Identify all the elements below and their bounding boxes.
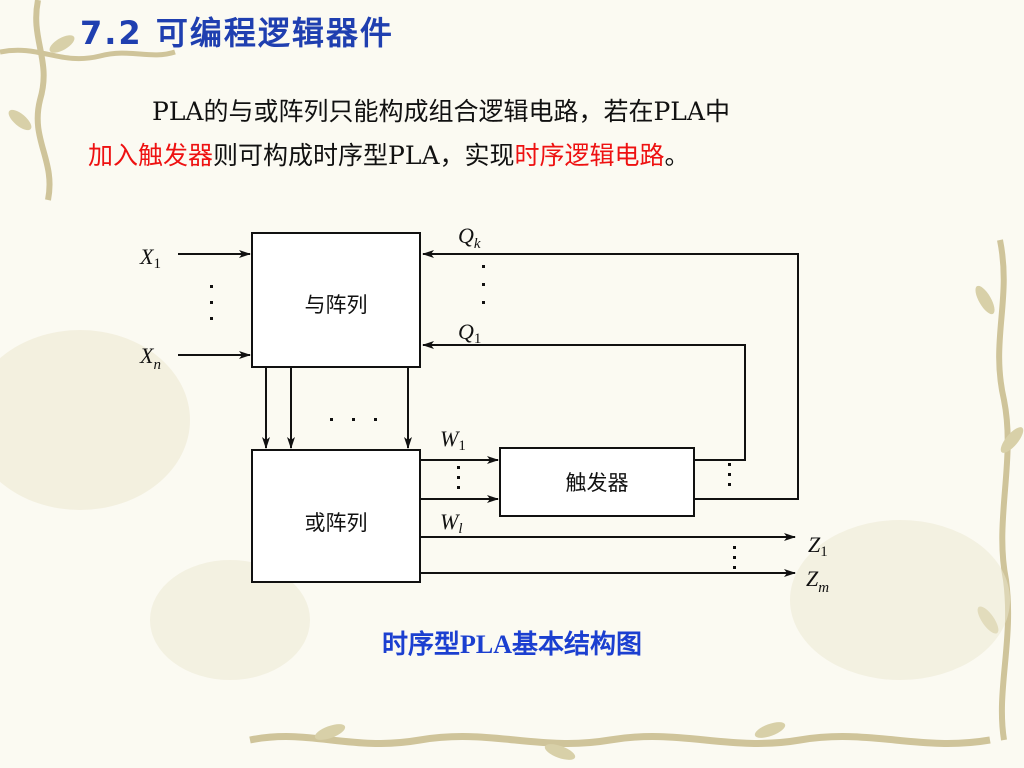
xn-letter: X [139, 343, 155, 368]
highlight-add-flipflop: 加入触发器 [88, 141, 214, 170]
flower-blur-3 [790, 520, 1010, 680]
qk-subscript: k [474, 236, 481, 252]
z1-label: Z1 [808, 532, 828, 560]
product-dot-2 [352, 418, 355, 421]
zm-label: Zm [806, 566, 829, 596]
z1-letter: Z [808, 532, 821, 557]
q-dot-2 [482, 283, 485, 286]
slide-title: 7.2 可编程逻辑器件 [80, 8, 394, 54]
vine-top-left [0, 47, 176, 62]
zm-letter: Z [806, 566, 819, 591]
paragraph-line2-end: 。 [664, 141, 690, 170]
vine-right [996, 239, 1012, 741]
ff-dot-2 [728, 473, 731, 476]
xn-label: Xn [139, 343, 161, 373]
q-dot-1 [482, 265, 485, 268]
and-array-label: 与阵列 [305, 293, 368, 317]
and-array-block [251, 232, 421, 368]
leaf-right-2 [1000, 427, 1024, 453]
title-number: 7.2 [80, 14, 143, 52]
w1-subscript: 1 [458, 438, 466, 454]
q1-subscript: 1 [474, 331, 482, 347]
wl-letter: W [440, 509, 460, 534]
q1-label: Q1 [458, 319, 481, 347]
leaf-top-left-1 [49, 35, 75, 53]
product-dot-1 [330, 418, 333, 421]
x-dot-1 [210, 285, 213, 288]
caption-part2: PLA [460, 630, 512, 659]
leaf-bottom-2 [544, 744, 576, 760]
w-dot-1 [457, 466, 460, 469]
w-dot-2 [457, 476, 460, 479]
ff-dot-1 [728, 463, 731, 466]
qk-letter: Q [458, 223, 474, 248]
leaf-right-1 [975, 285, 995, 315]
qk-label: Qk [458, 223, 481, 252]
q1-feedback-line [422, 341, 746, 461]
vine-bottom [249, 733, 991, 747]
flipflop-label: 触发器 [566, 471, 629, 495]
xn-subscript: n [153, 357, 161, 373]
z-dot-1 [733, 546, 736, 549]
caption-part1: 时序型 [381, 630, 460, 660]
or-array-label: 或阵列 [305, 511, 368, 535]
z1-subscript: 1 [820, 544, 828, 560]
flower-blur-2 [150, 560, 310, 680]
flower-blur-1 [0, 330, 190, 510]
paragraph-line1: PLA的与或阵列只能构成组合逻辑电路，若在PLA中 [152, 97, 730, 126]
x-dot-3 [210, 317, 213, 320]
leaf-top-left-2 [8, 109, 32, 131]
intro-paragraph: PLA的与或阵列只能构成组合逻辑电路，若在PLA中 加入触发器则可构成时序型PL… [88, 90, 928, 178]
wl-label: Wl [440, 509, 463, 537]
paragraph-line2-mid: 则可构成时序型PLA，实现 [213, 141, 515, 170]
qk-feedback-line [422, 250, 799, 500]
x1-letter: X [139, 244, 155, 269]
zm-subscript: m [818, 580, 829, 596]
leaf-bottom-3 [754, 722, 786, 738]
z-dot-2 [733, 556, 736, 559]
w-dot-3 [457, 486, 460, 489]
title-text: 可编程逻辑器件 [155, 14, 394, 52]
q1-letter: Q [458, 319, 474, 344]
vine-left-top [33, 0, 53, 201]
ff-dot-3 [728, 483, 731, 486]
wl-subscript: l [458, 521, 462, 537]
product-dot-3 [374, 418, 377, 421]
w1-label: W1 [440, 426, 466, 454]
ellipsis-dots [210, 265, 736, 569]
or-array-block [251, 449, 421, 583]
caption-part3: 基本结构图 [512, 630, 643, 660]
x-dot-2 [210, 301, 213, 304]
x1-label: X1 [139, 244, 161, 272]
x1-subscript: 1 [153, 256, 161, 272]
leaf-bottom-1 [314, 724, 346, 740]
q-dot-3 [482, 301, 485, 304]
diagram-caption: 时序型PLA基本结构图 [0, 624, 1024, 661]
w1-letter: W [440, 426, 460, 451]
z-dot-3 [733, 566, 736, 569]
highlight-sequential-logic: 时序逻辑电路 [514, 141, 665, 170]
flipflop-block [499, 447, 695, 517]
